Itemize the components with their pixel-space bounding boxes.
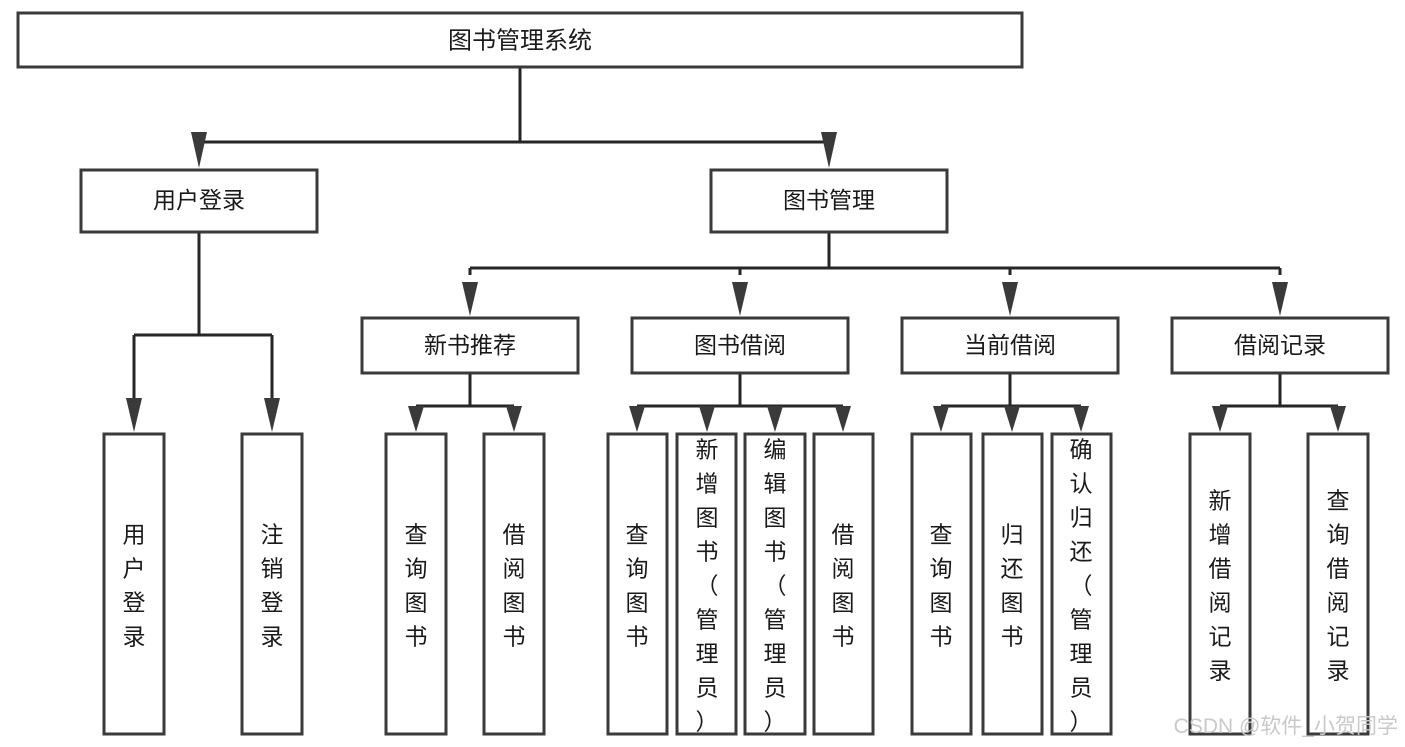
leaf-query-record-box[interactable] [1306, 432, 1370, 736]
leaf-query-book-borrow-label: 查询图书 [626, 522, 649, 650]
arrow-head-leaf-edit-book [767, 406, 783, 432]
arrow-head-book-borrow [732, 282, 748, 316]
leaf-user-login[interactable]: 用户登录 [102, 432, 166, 736]
leaf-query-book-borrow-box[interactable] [606, 432, 669, 736]
node-book-borrow[interactable]: 图书借阅 [630, 316, 850, 375]
leaf-add-book-box[interactable] [675, 432, 738, 736]
arrow-head-current-borrow [1002, 282, 1018, 316]
arrow-head-book-manage [821, 132, 837, 168]
leaf-query-book-cur[interactable]: 查询图书 [910, 432, 973, 736]
arrow-head-leaf-borrow-book [835, 406, 851, 432]
connector-layer [126, 67, 1346, 432]
arrow-head-leaf-return-book [1004, 406, 1020, 432]
arrow-head-leaf-query-book-cur [933, 406, 949, 432]
leaf-query-book-rec-box[interactable] [384, 432, 448, 736]
leaf-query-record[interactable]: 查询借阅记录 [1306, 432, 1370, 736]
leaf-edit-book-label: 编辑图书（管理员） [764, 437, 787, 735]
node-book-manage-box[interactable] [709, 168, 949, 234]
leaf-user-logout[interactable]: 注销登录 [240, 432, 304, 736]
leaf-add-record-box[interactable] [1188, 432, 1252, 736]
node-user-login-label: 用户登录 [153, 187, 245, 213]
arrow-head-leaf-add-record [1212, 406, 1228, 432]
arrow-head-leaf-confirm-return [1073, 406, 1089, 432]
arrow-head-user-login [191, 132, 207, 168]
leaf-return-book-box[interactable] [981, 432, 1044, 736]
leaf-add-book[interactable]: 新增图书（管理员） [675, 432, 738, 736]
arrow-head-leaf-query-record [1330, 406, 1346, 432]
arrow-head-new-book-rec [462, 282, 478, 316]
node-root-label: 图书管理系统 [448, 27, 592, 54]
leaf-query-book-borrow[interactable]: 查询图书 [606, 432, 669, 736]
leaf-query-book-cur-label: 查询图书 [930, 522, 953, 650]
leaf-query-book-cur-box[interactable] [910, 432, 973, 736]
arrow-head-leaf-query-book-rec [408, 406, 424, 432]
leaf-borrow-book-label: 借阅图书 [832, 522, 855, 650]
leaf-query-book-rec-label: 查询图书 [405, 522, 428, 650]
leaf-return-book[interactable]: 归还图书 [981, 432, 1044, 736]
node-current-borrow-box[interactable] [900, 316, 1120, 375]
arrow-head-leaf-user-login [126, 398, 142, 432]
leaf-confirm-return-label: 确认归还（管理员） [1070, 437, 1093, 735]
arrow-head-leaf-user-logout [264, 398, 280, 432]
node-root[interactable]: 图书管理系统 [16, 11, 1024, 69]
arrow-head-leaf-borrow-book-rec [506, 406, 522, 432]
leaf-confirm-return-box[interactable] [1050, 432, 1113, 736]
leaf-borrow-book-rec[interactable]: 借阅图书 [482, 432, 546, 736]
node-book-manage-label: 图书管理 [783, 187, 875, 213]
node-current-borrow-label: 当前借阅 [964, 332, 1056, 358]
node-root-box[interactable] [16, 11, 1024, 69]
leaf-confirm-return[interactable]: 确认归还（管理员） [1050, 432, 1113, 736]
leaf-return-book-label: 归还图书 [1001, 522, 1024, 650]
leaf-add-record-label: 新增借阅记录 [1209, 488, 1232, 684]
leaf-query-record-label: 查询借阅记录 [1327, 488, 1350, 684]
arrow-head-borrow-record [1272, 282, 1288, 316]
node-borrow-record-label: 借阅记录 [1234, 332, 1326, 358]
node-borrow-record[interactable]: 借阅记录 [1170, 316, 1390, 375]
leaf-borrow-book-rec-box[interactable] [482, 432, 546, 736]
arrow-head-leaf-add-book [699, 406, 715, 432]
leaf-borrow-book-rec-label: 借阅图书 [503, 522, 526, 650]
node-book-manage[interactable]: 图书管理 [709, 168, 949, 234]
arrow-head-leaf-query-book-borrow [629, 406, 645, 432]
leaf-user-login-box[interactable] [102, 432, 166, 736]
node-user-login[interactable]: 用户登录 [79, 168, 319, 234]
leaf-borrow-book[interactable]: 借阅图书 [812, 432, 875, 736]
node-book-borrow-box[interactable] [630, 316, 850, 375]
leaf-query-book-rec[interactable]: 查询图书 [384, 432, 448, 736]
node-new-book-rec-label: 新书推荐 [424, 332, 516, 358]
leaf-edit-book-box[interactable] [743, 432, 807, 736]
node-borrow-record-box[interactable] [1170, 316, 1390, 375]
csdn-watermark: CSDN @软件_小贺同学 [1174, 715, 1398, 738]
leaf-add-record[interactable]: 新增借阅记录 [1188, 432, 1252, 736]
node-current-borrow[interactable]: 当前借阅 [900, 316, 1120, 375]
leaf-user-logout-box[interactable] [240, 432, 304, 736]
node-book-borrow-label: 图书借阅 [694, 332, 786, 358]
leaf-user-logout-label: 注销登录 [261, 522, 284, 650]
node-new-book-rec[interactable]: 新书推荐 [360, 316, 580, 375]
leaf-add-book-label: 新增图书（管理员） [696, 437, 719, 735]
leaf-borrow-book-box[interactable] [812, 432, 875, 736]
leaf-user-login-label: 用户登录 [123, 522, 146, 650]
node-new-book-rec-box[interactable] [360, 316, 580, 375]
node-user-login-box[interactable] [79, 168, 319, 234]
leaf-edit-book[interactable]: 编辑图书（管理员） [743, 432, 807, 736]
